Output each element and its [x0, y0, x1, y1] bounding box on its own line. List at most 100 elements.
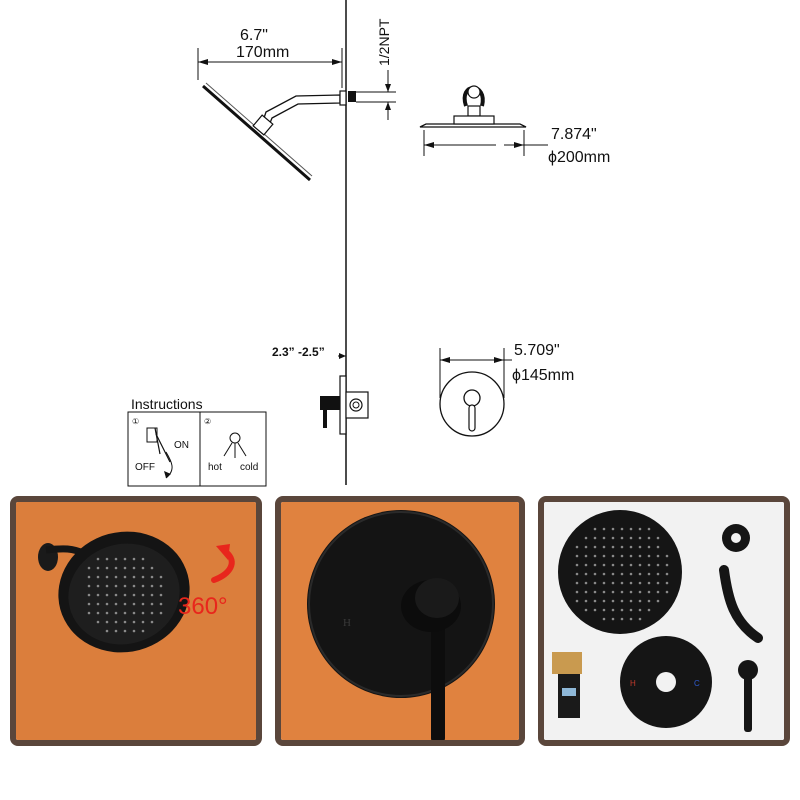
- nozzle-dot: [96, 602, 100, 606]
- plate-diameter-mm: ϕ145mm: [512, 367, 574, 384]
- nozzle-dot: [114, 575, 118, 579]
- nozzle-dot: [132, 611, 136, 615]
- kit-valve-body: [552, 652, 582, 718]
- head-diameter-dimension: 7.874" ϕ200mm: [423, 126, 610, 166]
- nozzle-dot: [602, 599, 606, 603]
- nozzle-dot: [620, 527, 624, 531]
- nozzle-dot: [114, 602, 118, 606]
- nozzle-dot: [114, 566, 118, 570]
- nozzle-dot: [159, 584, 163, 588]
- nozzle-dot: [647, 536, 651, 540]
- nozzle-dot: [132, 602, 136, 606]
- nozzle-dot: [141, 593, 145, 597]
- nozzle-dot: [638, 545, 642, 549]
- nozzle-dot: [575, 590, 579, 594]
- nozzle-dot: [593, 536, 597, 540]
- nozzle-dot: [611, 536, 615, 540]
- on-label: ON: [174, 440, 189, 451]
- nozzle-dot: [638, 617, 642, 621]
- nozzle-dot: [150, 620, 154, 624]
- nozzle-dot: [611, 554, 615, 558]
- nozzle-dot: [584, 536, 588, 540]
- nozzle-dot: [593, 572, 597, 576]
- nozzle-dot: [638, 527, 642, 531]
- nozzle-dot: [96, 611, 100, 615]
- kit-shower-nozzles: [575, 527, 669, 621]
- nozzle-dot: [656, 554, 660, 558]
- nozzle-dot: [150, 593, 154, 597]
- nozzle-dot: [584, 581, 588, 585]
- nozzle-dot: [611, 581, 615, 585]
- nozzle-dot: [656, 572, 660, 576]
- head-diameter-mm: ϕ200mm: [548, 149, 610, 166]
- nozzle-dot: [647, 554, 651, 558]
- nozzle-dot: [620, 536, 624, 540]
- nozzle-dot: [611, 572, 615, 576]
- nozzle-dot: [114, 557, 118, 561]
- nozzle-dot: [159, 611, 163, 615]
- nozzle-dot: [123, 584, 127, 588]
- nozzle-dot: [629, 608, 633, 612]
- nozzle-dot: [150, 602, 154, 606]
- hot-marker: H: [343, 617, 351, 629]
- nozzle-dot: [150, 566, 154, 570]
- nozzle-dot: [141, 557, 145, 561]
- step-1-number: ①: [132, 417, 139, 426]
- nozzle-dot: [629, 590, 633, 594]
- nozzle-dot: [132, 566, 136, 570]
- nozzle-dot: [611, 527, 615, 531]
- nozzle-dot: [656, 581, 660, 585]
- nozzle-dot: [620, 545, 624, 549]
- nozzle-dot: [647, 608, 651, 612]
- nozzle-dot: [105, 602, 109, 606]
- nozzle-dot: [602, 572, 606, 576]
- nozzle-dot: [602, 590, 606, 594]
- nozzle-dot: [638, 590, 642, 594]
- nozzle-dot: [602, 581, 606, 585]
- nozzle-dot: [96, 566, 100, 570]
- nozzle-dot: [656, 590, 660, 594]
- nozzle-dot: [105, 611, 109, 615]
- nozzle-dot: [575, 581, 579, 585]
- nozzle-dot: [602, 554, 606, 558]
- nozzle-dot: [132, 629, 136, 633]
- nozzle-dot: [132, 575, 136, 579]
- nozzle-dot: [96, 575, 100, 579]
- nozzle-dot: [584, 599, 588, 603]
- hot-label: hot: [208, 462, 222, 473]
- nozzle-dot: [656, 599, 660, 603]
- nozzle-dot: [575, 599, 579, 603]
- nozzle-dot: [602, 608, 606, 612]
- nozzle-dot: [105, 557, 109, 561]
- nozzle-dot: [159, 575, 163, 579]
- nozzle-dot: [638, 554, 642, 558]
- nozzle-dot: [665, 572, 669, 576]
- nozzle-dot: [620, 617, 624, 621]
- nozzle-dot: [132, 557, 136, 561]
- nozzle-dot: [141, 620, 145, 624]
- nozzle-dot: [159, 593, 163, 597]
- kit-cold-marker: C: [694, 679, 700, 688]
- nozzle-dot: [656, 563, 660, 567]
- nozzle-dot: [96, 557, 100, 561]
- nozzle-dot: [647, 572, 651, 576]
- nozzle-dot: [150, 584, 154, 588]
- nozzle-dot: [141, 584, 145, 588]
- nozzle-dot: [611, 608, 615, 612]
- nozzle-dot: [629, 554, 633, 558]
- nozzle-dot: [611, 590, 615, 594]
- thread-size: 1/2NPT: [376, 18, 392, 66]
- nozzle-dot: [132, 584, 136, 588]
- nozzle-dot: [647, 590, 651, 594]
- nozzle-dot: [620, 599, 624, 603]
- nozzle-dot: [584, 554, 588, 558]
- nozzle-dot: [123, 575, 127, 579]
- nozzle-dot: [87, 566, 91, 570]
- nozzle-dot: [123, 566, 127, 570]
- nozzle-dot: [602, 617, 606, 621]
- nozzle-dot: [123, 593, 127, 597]
- nozzle-dot: [114, 611, 118, 615]
- nozzle-dot: [620, 572, 624, 576]
- nozzle-dot: [629, 599, 633, 603]
- shower-head-side-view: [202, 82, 356, 182]
